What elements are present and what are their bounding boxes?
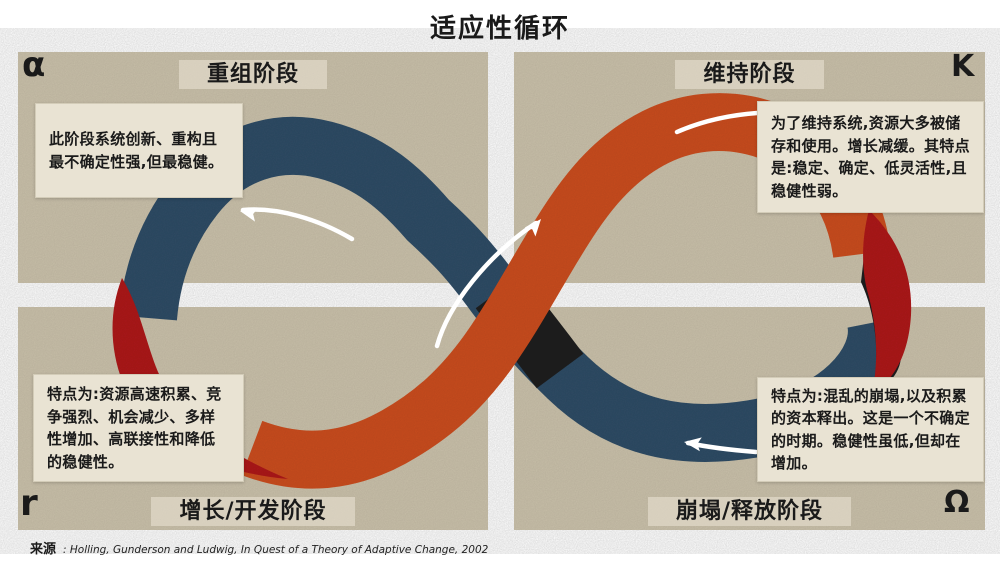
quadrant-title-label: 崩塌/释放阶段 bbox=[647, 497, 852, 526]
symbol-r: r bbox=[20, 483, 38, 524]
quadrant-title-release: 崩塌/释放阶段 bbox=[514, 493, 985, 526]
source-label: 来源 bbox=[30, 542, 57, 557]
quadrant-title-conservation: 维持阶段 bbox=[514, 56, 985, 89]
red-crescent-right bbox=[863, 210, 912, 394]
note-text: 此阶段系统创新、重构且最不确定性强,但最稳健。 bbox=[49, 130, 224, 171]
symbol-alpha: α bbox=[22, 45, 46, 85]
arrow-conservation-line bbox=[674, 110, 760, 135]
quadrant-title-growth: 增长/开发阶段 bbox=[18, 493, 488, 526]
symbol-omega: Ω bbox=[944, 485, 970, 520]
source-citation: : Holling, Gunderson and Ludwig, In Ques… bbox=[63, 544, 489, 556]
note-conservation: 为了维持系统,资源大多被储存和使用。增长减缓。其特点是:稳定、确定、低灵活性,且… bbox=[757, 101, 984, 213]
note-reorganization: 此阶段系统创新、重构且最不确定性强,但最稳健。 bbox=[35, 103, 243, 198]
source-line: 来源 : Holling, Gunderson and Ludwig, In Q… bbox=[30, 538, 488, 557]
quadrant-title-reorganization: 重组阶段 bbox=[18, 56, 488, 89]
note-text: 特点为:混乱的崩塌,以及积累的资本释出。这是一个不确定的时期。稳健性虽低,但却在… bbox=[771, 386, 970, 473]
note-text: 为了维持系统,资源大多被储存和使用。增长减缓。其特点是:稳定、确定、低灵活性,且… bbox=[771, 114, 970, 200]
note-release: 特点为:混乱的崩塌,以及积累的资本释出。这是一个不确定的时期。稳健性虽低,但却在… bbox=[757, 377, 984, 482]
note-growth: 特点为:资源高速积累、竞争强烈、机会减少、多样性增加、高联接性和降低的稳健性。 bbox=[33, 374, 244, 482]
arrow-reorganization-head-icon bbox=[240, 208, 259, 222]
arrow-growth-head-icon bbox=[524, 219, 541, 237]
quadrant-title-label: 维持阶段 bbox=[675, 60, 824, 89]
arrow-release-head-icon bbox=[684, 437, 702, 452]
quadrant-title-label: 增长/开发阶段 bbox=[151, 497, 355, 526]
flow-arrows bbox=[240, 110, 760, 455]
arrow-growth-line bbox=[434, 220, 539, 349]
page-title: 适应性循环 bbox=[429, 14, 570, 44]
quadrant-title-label: 重组阶段 bbox=[178, 60, 327, 89]
symbol-k: K bbox=[951, 49, 975, 84]
note-text: 特点为:资源高速积累、竞争强烈、机会减少、多样性增加、高联接性和降低的稳健性。 bbox=[47, 385, 222, 471]
